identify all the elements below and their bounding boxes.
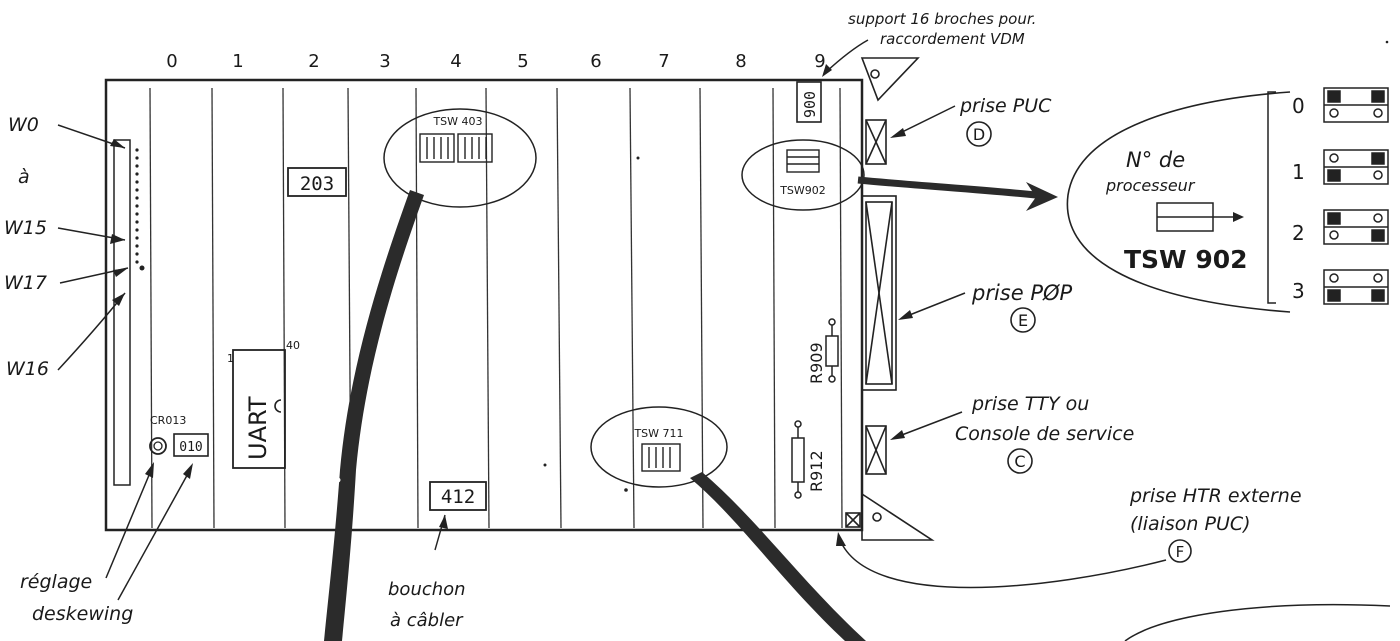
switch-position-1 — [1323, 149, 1389, 185]
component-412: 412 — [441, 486, 475, 508]
tty-letter-circle — [1007, 448, 1033, 474]
support-label-line2: raccordement VDM — [880, 30, 1025, 48]
cr013-label: CR013 — [150, 414, 186, 427]
component-900-box — [796, 81, 822, 123]
column-number: 0 — [166, 51, 177, 72]
a-label: à — [18, 166, 30, 188]
left-pin-strip — [113, 139, 145, 486]
column-numbers: 0 1 2 3 4 5 6 7 8 9 — [166, 51, 825, 72]
tsw902-switch — [786, 149, 820, 173]
component-203: 203 — [300, 173, 334, 195]
column-number: 5 — [517, 51, 528, 72]
tsw902-highlight — [741, 139, 865, 211]
bottom-right-ellipse-fragment — [1124, 603, 1391, 641]
puc-letter: D — [973, 125, 985, 144]
component-412-box — [429, 481, 487, 511]
tty-letter: C — [1014, 452, 1025, 471]
reglage-label: réglage — [20, 571, 92, 593]
component-900: 900 — [801, 91, 819, 118]
inset-number: 2 — [1292, 221, 1305, 245]
r912-resistor — [791, 420, 805, 499]
uart-chip — [232, 349, 286, 469]
r909-resistor — [825, 318, 839, 383]
htr-letter: F — [1176, 543, 1185, 561]
tsw711-switch — [641, 443, 681, 472]
inset-switch-positions — [1323, 87, 1389, 305]
column-number: 3 — [379, 51, 390, 72]
tsw403-switch — [419, 133, 493, 163]
tsw403-highlight — [383, 108, 537, 208]
r909-label: R909 — [807, 342, 826, 384]
cable-right — [690, 472, 866, 641]
inset-number: 1 — [1292, 160, 1305, 184]
component-010: 010 — [179, 440, 202, 455]
column-number: 6 — [590, 51, 601, 72]
cabler-label: à câbler — [390, 610, 464, 631]
uart-pin40: 40 — [286, 339, 300, 352]
switch-position-2 — [1323, 209, 1389, 245]
inset-number: 3 — [1292, 279, 1305, 303]
processor-inset-outline — [1066, 91, 1291, 313]
inset-tsw902-switch — [1156, 202, 1238, 232]
w17-label: W17 — [4, 272, 47, 294]
bouchon-label: bouchon — [388, 579, 466, 600]
switch-position-0 — [1323, 87, 1389, 123]
deskewing-label: deskewing — [32, 603, 133, 625]
r912-label: R912 — [807, 450, 826, 492]
column-number: 2 — [308, 51, 319, 72]
tsw403-label: TSW 403 — [432, 115, 482, 128]
inset-title-line1: N° de — [1126, 148, 1185, 172]
tty-label-line2: Console de service — [955, 423, 1134, 445]
column-number: 7 — [658, 51, 669, 72]
board-outline — [104, 78, 864, 532]
tty-label-line1: prise TTY ou — [971, 393, 1089, 415]
htr-label-line1: prise HTR externe — [1129, 485, 1302, 507]
tsw711-highlight — [590, 406, 728, 488]
column-number: 1 — [232, 51, 243, 72]
w16-label: W16 — [6, 358, 49, 380]
right-edge-connectors — [845, 57, 935, 541]
left-labels: W0 à W15 W17 W16 — [4, 114, 49, 380]
pop-letter: E — [1018, 311, 1028, 330]
pop-letter-circle — [1010, 307, 1036, 333]
component-203-box — [287, 167, 347, 197]
tsw902-to-inset-arrow — [857, 176, 1046, 200]
htr-label-line2: (liaison PUC) — [1130, 513, 1251, 535]
inset-bracket — [1267, 91, 1276, 304]
switch-position-3 — [1323, 269, 1389, 305]
puc-letter-circle — [966, 121, 992, 147]
w0-label: W0 — [8, 114, 39, 136]
support-label-line1: support 16 broches pour. — [848, 10, 1036, 28]
column-number: 9 — [814, 51, 825, 72]
column-number: 4 — [450, 51, 461, 72]
inset-number: 0 — [1292, 94, 1305, 118]
column-dividers — [149, 87, 843, 529]
uart-label: UART — [244, 396, 272, 460]
htr-letter-circle — [1168, 539, 1192, 563]
inset-title-line2: processeur — [1105, 176, 1196, 195]
pop-label: prise PØP — [971, 281, 1073, 305]
left-label-arrows — [57, 124, 129, 371]
tsw711-label: TSW 711 — [633, 427, 683, 440]
tsw902-label: TSW902 — [779, 184, 826, 197]
puc-label: prise PUC — [959, 95, 1052, 117]
inset-switch-name: TSW 902 — [1124, 245, 1248, 274]
column-number: 8 — [735, 51, 746, 72]
w15-label: W15 — [4, 217, 47, 239]
cable-left — [324, 190, 424, 641]
component-010-box — [173, 433, 209, 457]
cr013-potentiometer — [149, 437, 167, 455]
uart-pin1: 1 — [227, 352, 234, 365]
